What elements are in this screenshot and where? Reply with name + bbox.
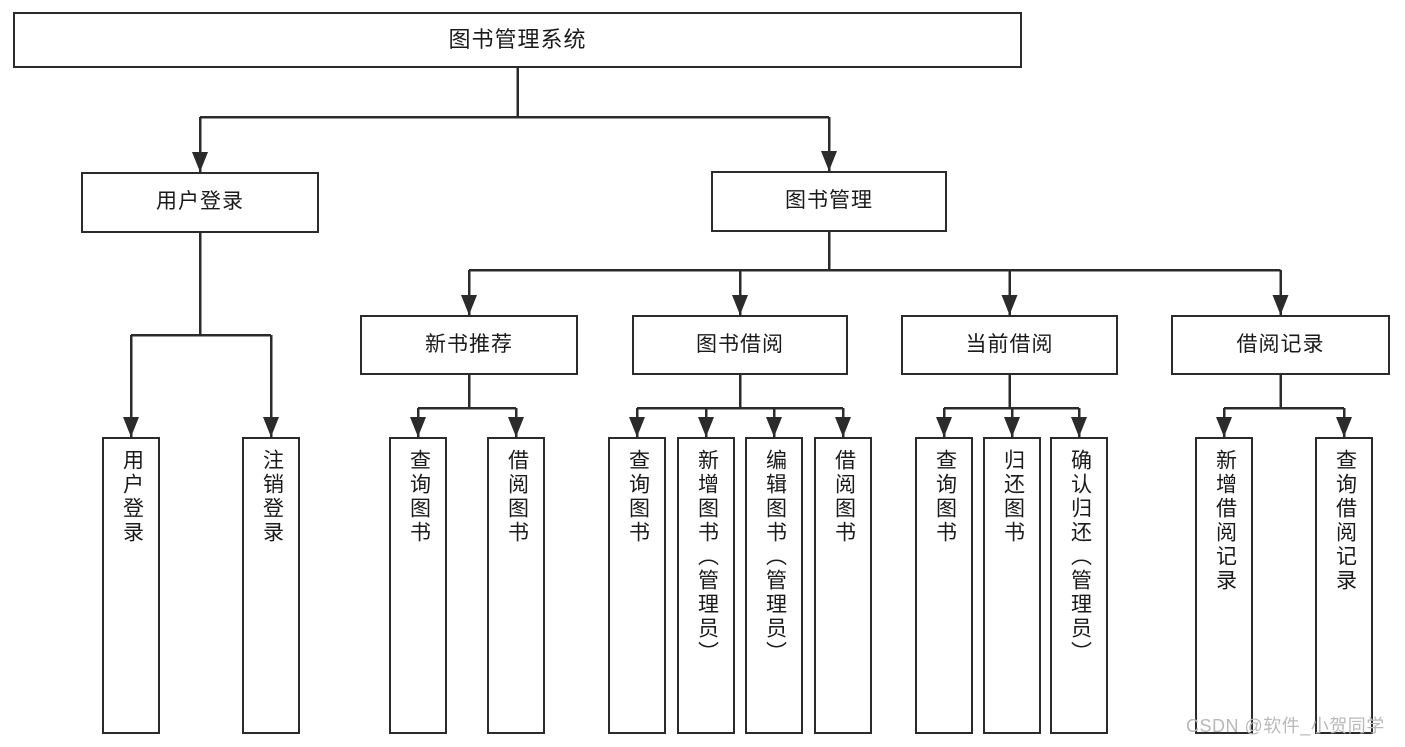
- node-label: 新增图书（管理员）: [695, 449, 719, 665]
- node-root[interactable]: 图书管理系统: [13, 12, 1022, 68]
- node-label: 用户登录: [120, 449, 144, 545]
- node-leaf-query-book-3[interactable]: 查询图书: [915, 437, 973, 734]
- node-label: 借阅图书: [832, 449, 856, 545]
- node-leaf-confirm-return[interactable]: 确认归还（管理员）: [1050, 437, 1108, 734]
- node-label: 当前借阅: [965, 332, 1054, 356]
- node-label: 查询借阅记录: [1333, 449, 1357, 593]
- node-leaf-return-book[interactable]: 归还图书: [983, 437, 1041, 734]
- node-leaf-borrow-book-1[interactable]: 借阅图书: [487, 437, 545, 734]
- node-label: 借阅图书: [505, 449, 529, 545]
- node-leaf-borrow-book-2[interactable]: 借阅图书: [814, 437, 872, 734]
- node-label: 编辑图书（管理员）: [763, 449, 787, 665]
- node-label: 新增借阅记录: [1213, 449, 1237, 593]
- node-label: 归还图书: [1001, 449, 1025, 545]
- node-new-book-rec[interactable]: 新书推荐: [360, 315, 578, 375]
- node-leaf-edit-book[interactable]: 编辑图书（管理员）: [745, 437, 803, 734]
- node-label: 图书借阅: [696, 332, 784, 356]
- node-current-borrow[interactable]: 当前借阅: [901, 315, 1118, 375]
- node-label: 注销登录: [260, 449, 284, 545]
- node-leaf-add-book[interactable]: 新增图书（管理员）: [677, 437, 735, 734]
- node-label: 新书推荐: [425, 332, 513, 356]
- node-leaf-query-book-1[interactable]: 查询图书: [389, 437, 447, 734]
- node-label: 查询图书: [933, 449, 957, 545]
- node-leaf-user-logout[interactable]: 注销登录: [242, 437, 300, 734]
- node-leaf-user-login[interactable]: 用户登录: [102, 437, 160, 734]
- node-label: 图书管理系统: [448, 27, 587, 53]
- node-borrow-record[interactable]: 借阅记录: [1171, 315, 1390, 375]
- node-label: 查询图书: [626, 449, 650, 545]
- node-label: 图书管理: [785, 189, 873, 213]
- node-leaf-query-book-2[interactable]: 查询图书: [608, 437, 666, 734]
- node-label: 确认归还（管理员）: [1068, 449, 1092, 665]
- node-book-borrow[interactable]: 图书借阅: [632, 315, 848, 375]
- node-book-manage[interactable]: 图书管理: [711, 171, 947, 232]
- node-label: 借阅记录: [1236, 332, 1325, 356]
- node-user-login[interactable]: 用户登录: [81, 172, 319, 233]
- node-label: 用户登录: [156, 190, 244, 214]
- node-leaf-add-record[interactable]: 新增借阅记录: [1195, 437, 1253, 734]
- watermark: CSDN @软件_小贺同学: [1186, 716, 1385, 736]
- node-leaf-query-record[interactable]: 查询借阅记录: [1315, 437, 1373, 734]
- node-label: 查询图书: [407, 449, 431, 545]
